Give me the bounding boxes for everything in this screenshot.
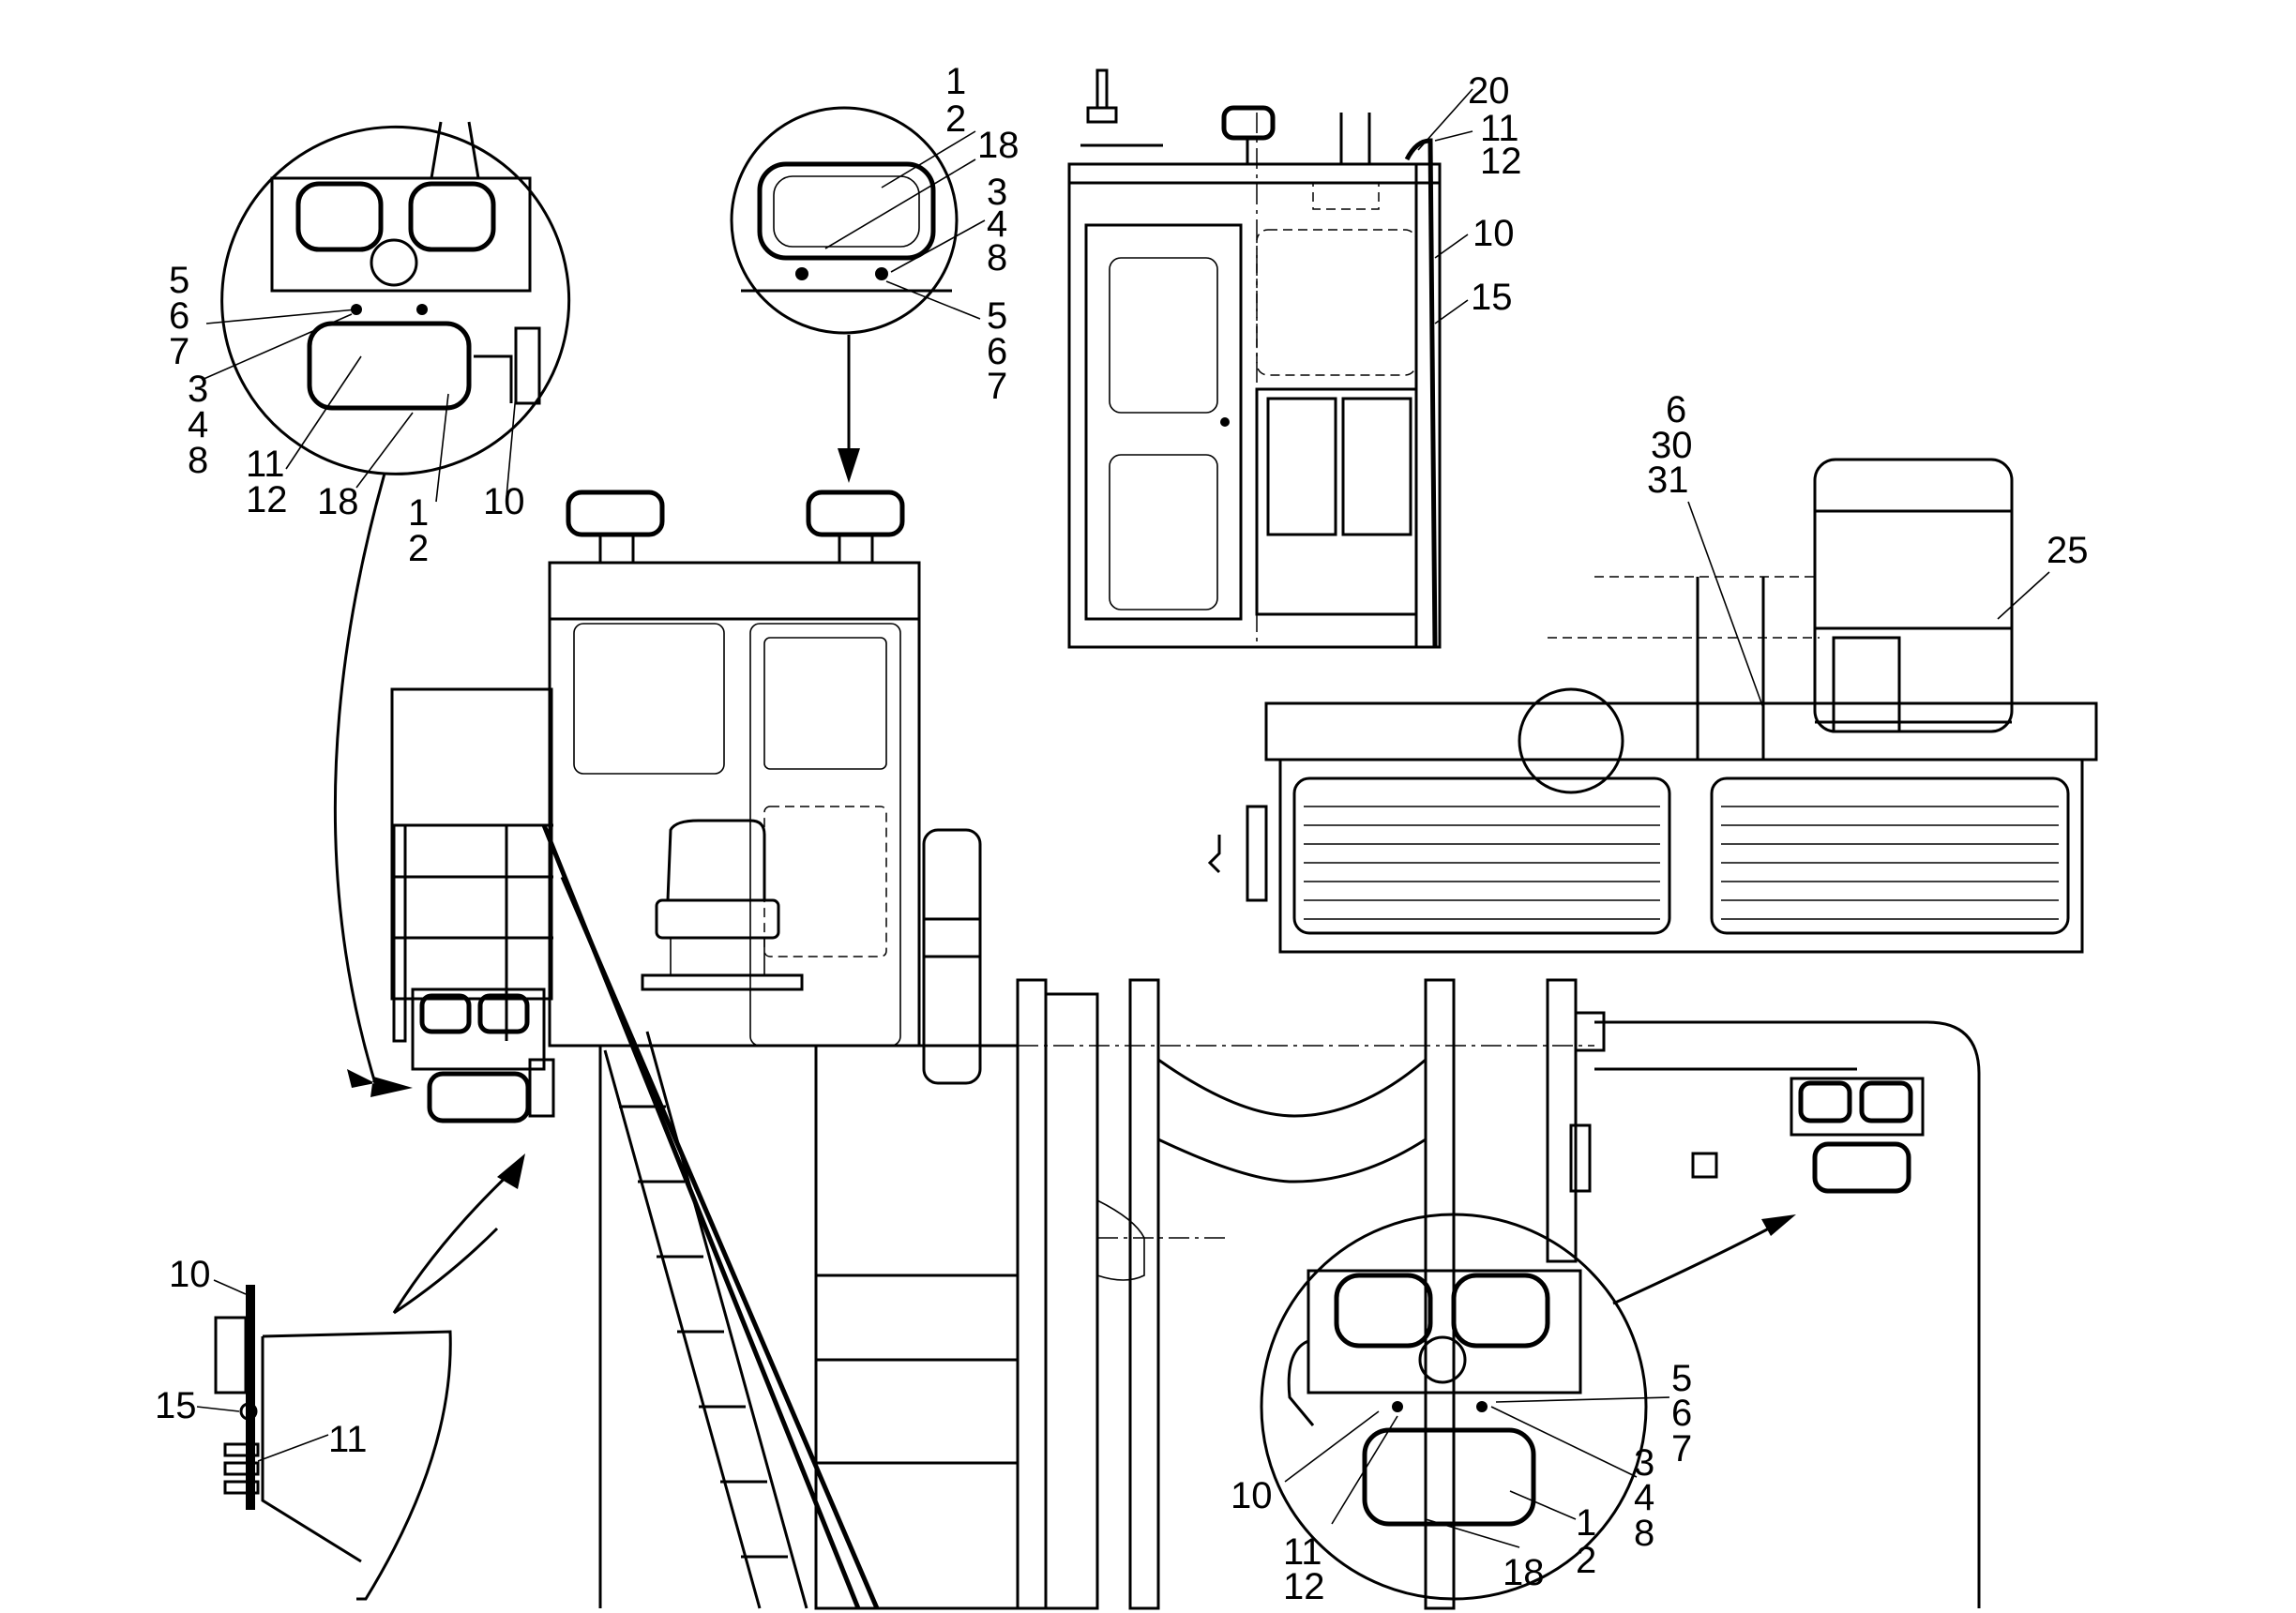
callout-ul-12: 12 bbox=[246, 479, 288, 520]
callout-lr-5: 5 bbox=[1671, 1358, 1692, 1399]
detail-top-center bbox=[730, 106, 959, 335]
callout-ul-18: 18 bbox=[317, 481, 359, 522]
callout-ul-1: 1 bbox=[408, 492, 429, 534]
callout-ll-10: 10 bbox=[169, 1254, 211, 1295]
callout-tc-6: 6 bbox=[987, 331, 1007, 372]
callout-ll-15: 15 bbox=[155, 1385, 197, 1426]
lamp-cluster-left bbox=[411, 987, 555, 1123]
callout-cab-10: 10 bbox=[1473, 213, 1515, 254]
callout-lr-12: 12 bbox=[1283, 1566, 1325, 1607]
callout-tc-18: 18 bbox=[977, 125, 1020, 166]
detail-lower-left bbox=[214, 1285, 452, 1601]
rear-view bbox=[1207, 458, 2098, 954]
callout-lr-8: 8 bbox=[1634, 1513, 1654, 1554]
callout-ll-11: 11 bbox=[328, 1419, 368, 1460]
arrowhead-upper-left bbox=[347, 1069, 413, 1097]
callout-cab-11: 11 bbox=[1480, 108, 1519, 149]
leader-arrow-lower-right bbox=[1612, 1217, 1788, 1305]
callout-tc-7: 7 bbox=[987, 366, 1007, 407]
callout-ul-2: 2 bbox=[408, 528, 429, 569]
callout-lr-2: 2 bbox=[1576, 1540, 1596, 1581]
arrowhead-lower-left bbox=[497, 1153, 525, 1189]
callout-ul-8: 8 bbox=[188, 440, 208, 481]
callout-lr-18: 18 bbox=[1503, 1552, 1545, 1593]
detail-lower-right bbox=[1260, 1213, 1648, 1601]
leader-arrow-lower-left bbox=[392, 1166, 518, 1314]
callout-rear-6: 6 bbox=[1666, 389, 1686, 430]
callout-tc-3: 3 bbox=[987, 172, 1007, 213]
callout-cab-15: 15 bbox=[1471, 277, 1513, 318]
callout-lr-10: 10 bbox=[1231, 1475, 1273, 1516]
callout-tc-4: 4 bbox=[987, 204, 1007, 245]
callout-tc-5: 5 bbox=[987, 295, 1007, 337]
callout-tc-1: 1 bbox=[945, 61, 966, 102]
callout-lr-1: 1 bbox=[1576, 1502, 1596, 1544]
callout-lr-3: 3 bbox=[1634, 1442, 1654, 1484]
callout-lr-7: 7 bbox=[1671, 1428, 1692, 1470]
arrowhead-top-center bbox=[838, 448, 860, 483]
callout-ul-5: 5 bbox=[169, 260, 189, 301]
callout-lr-4: 4 bbox=[1634, 1477, 1654, 1518]
detail-upper-left bbox=[220, 121, 571, 475]
cab-view bbox=[1067, 68, 1442, 649]
lower-right-panel bbox=[1569, 1011, 1981, 1608]
machine-main-view bbox=[390, 490, 1594, 1610]
callout-lr-11: 11 bbox=[1283, 1531, 1322, 1573]
callout-cab-20: 20 bbox=[1468, 70, 1510, 112]
callout-ul-6: 6 bbox=[169, 295, 189, 337]
callout-ul-10: 10 bbox=[483, 481, 525, 522]
callout-ul-3: 3 bbox=[188, 369, 208, 410]
callout-rear-31: 31 bbox=[1647, 460, 1689, 501]
callout-rear-25: 25 bbox=[2047, 530, 2089, 571]
callout-cab-12: 12 bbox=[1480, 141, 1522, 182]
callout-tc-2: 2 bbox=[945, 98, 966, 140]
leader-arrow-upper-left bbox=[333, 473, 386, 1084]
callout-ul-4: 4 bbox=[188, 404, 208, 445]
callout-rear-30: 30 bbox=[1651, 425, 1693, 466]
arrowhead-lower-right bbox=[1761, 1214, 1796, 1236]
callout-tc-8: 8 bbox=[987, 237, 1007, 279]
callout-ul-7: 7 bbox=[169, 331, 189, 372]
callout-ul-11: 11 bbox=[246, 444, 285, 485]
callout-lr-6: 6 bbox=[1671, 1393, 1692, 1434]
